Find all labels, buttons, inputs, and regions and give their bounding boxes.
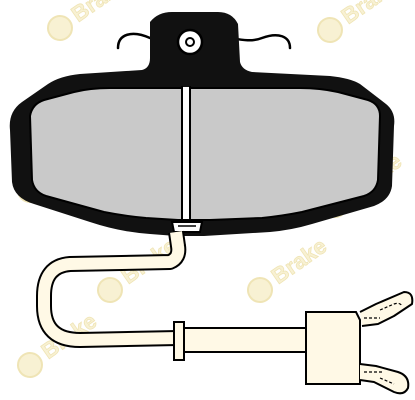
connector-pin-top-detail — [364, 302, 403, 319]
mounting-hole — [176, 28, 204, 56]
watermark-logo: Brake — [47, 0, 132, 41]
svg-text:Brake: Brake — [267, 233, 331, 289]
svg-text:Brake: Brake — [67, 0, 131, 27]
connector-body — [183, 327, 307, 353]
connector-pin-top — [359, 291, 414, 327]
svg-text:Brake: Brake — [337, 0, 401, 29]
connector-boot — [173, 321, 185, 361]
connector-pin-bottom — [359, 363, 410, 395]
mounting-hole-center — [185, 37, 195, 47]
watermark-logo: Brake — [317, 0, 402, 43]
center-slot-fill — [183, 87, 189, 219]
connector-housing — [305, 311, 361, 385]
watermark-logo: Brake — [247, 233, 332, 303]
sensor-wire-inner — [38, 231, 185, 346]
sensor-clip — [170, 221, 204, 233]
connector-pin-bottom-detail — [364, 371, 395, 385]
friction-material — [28, 87, 382, 221]
